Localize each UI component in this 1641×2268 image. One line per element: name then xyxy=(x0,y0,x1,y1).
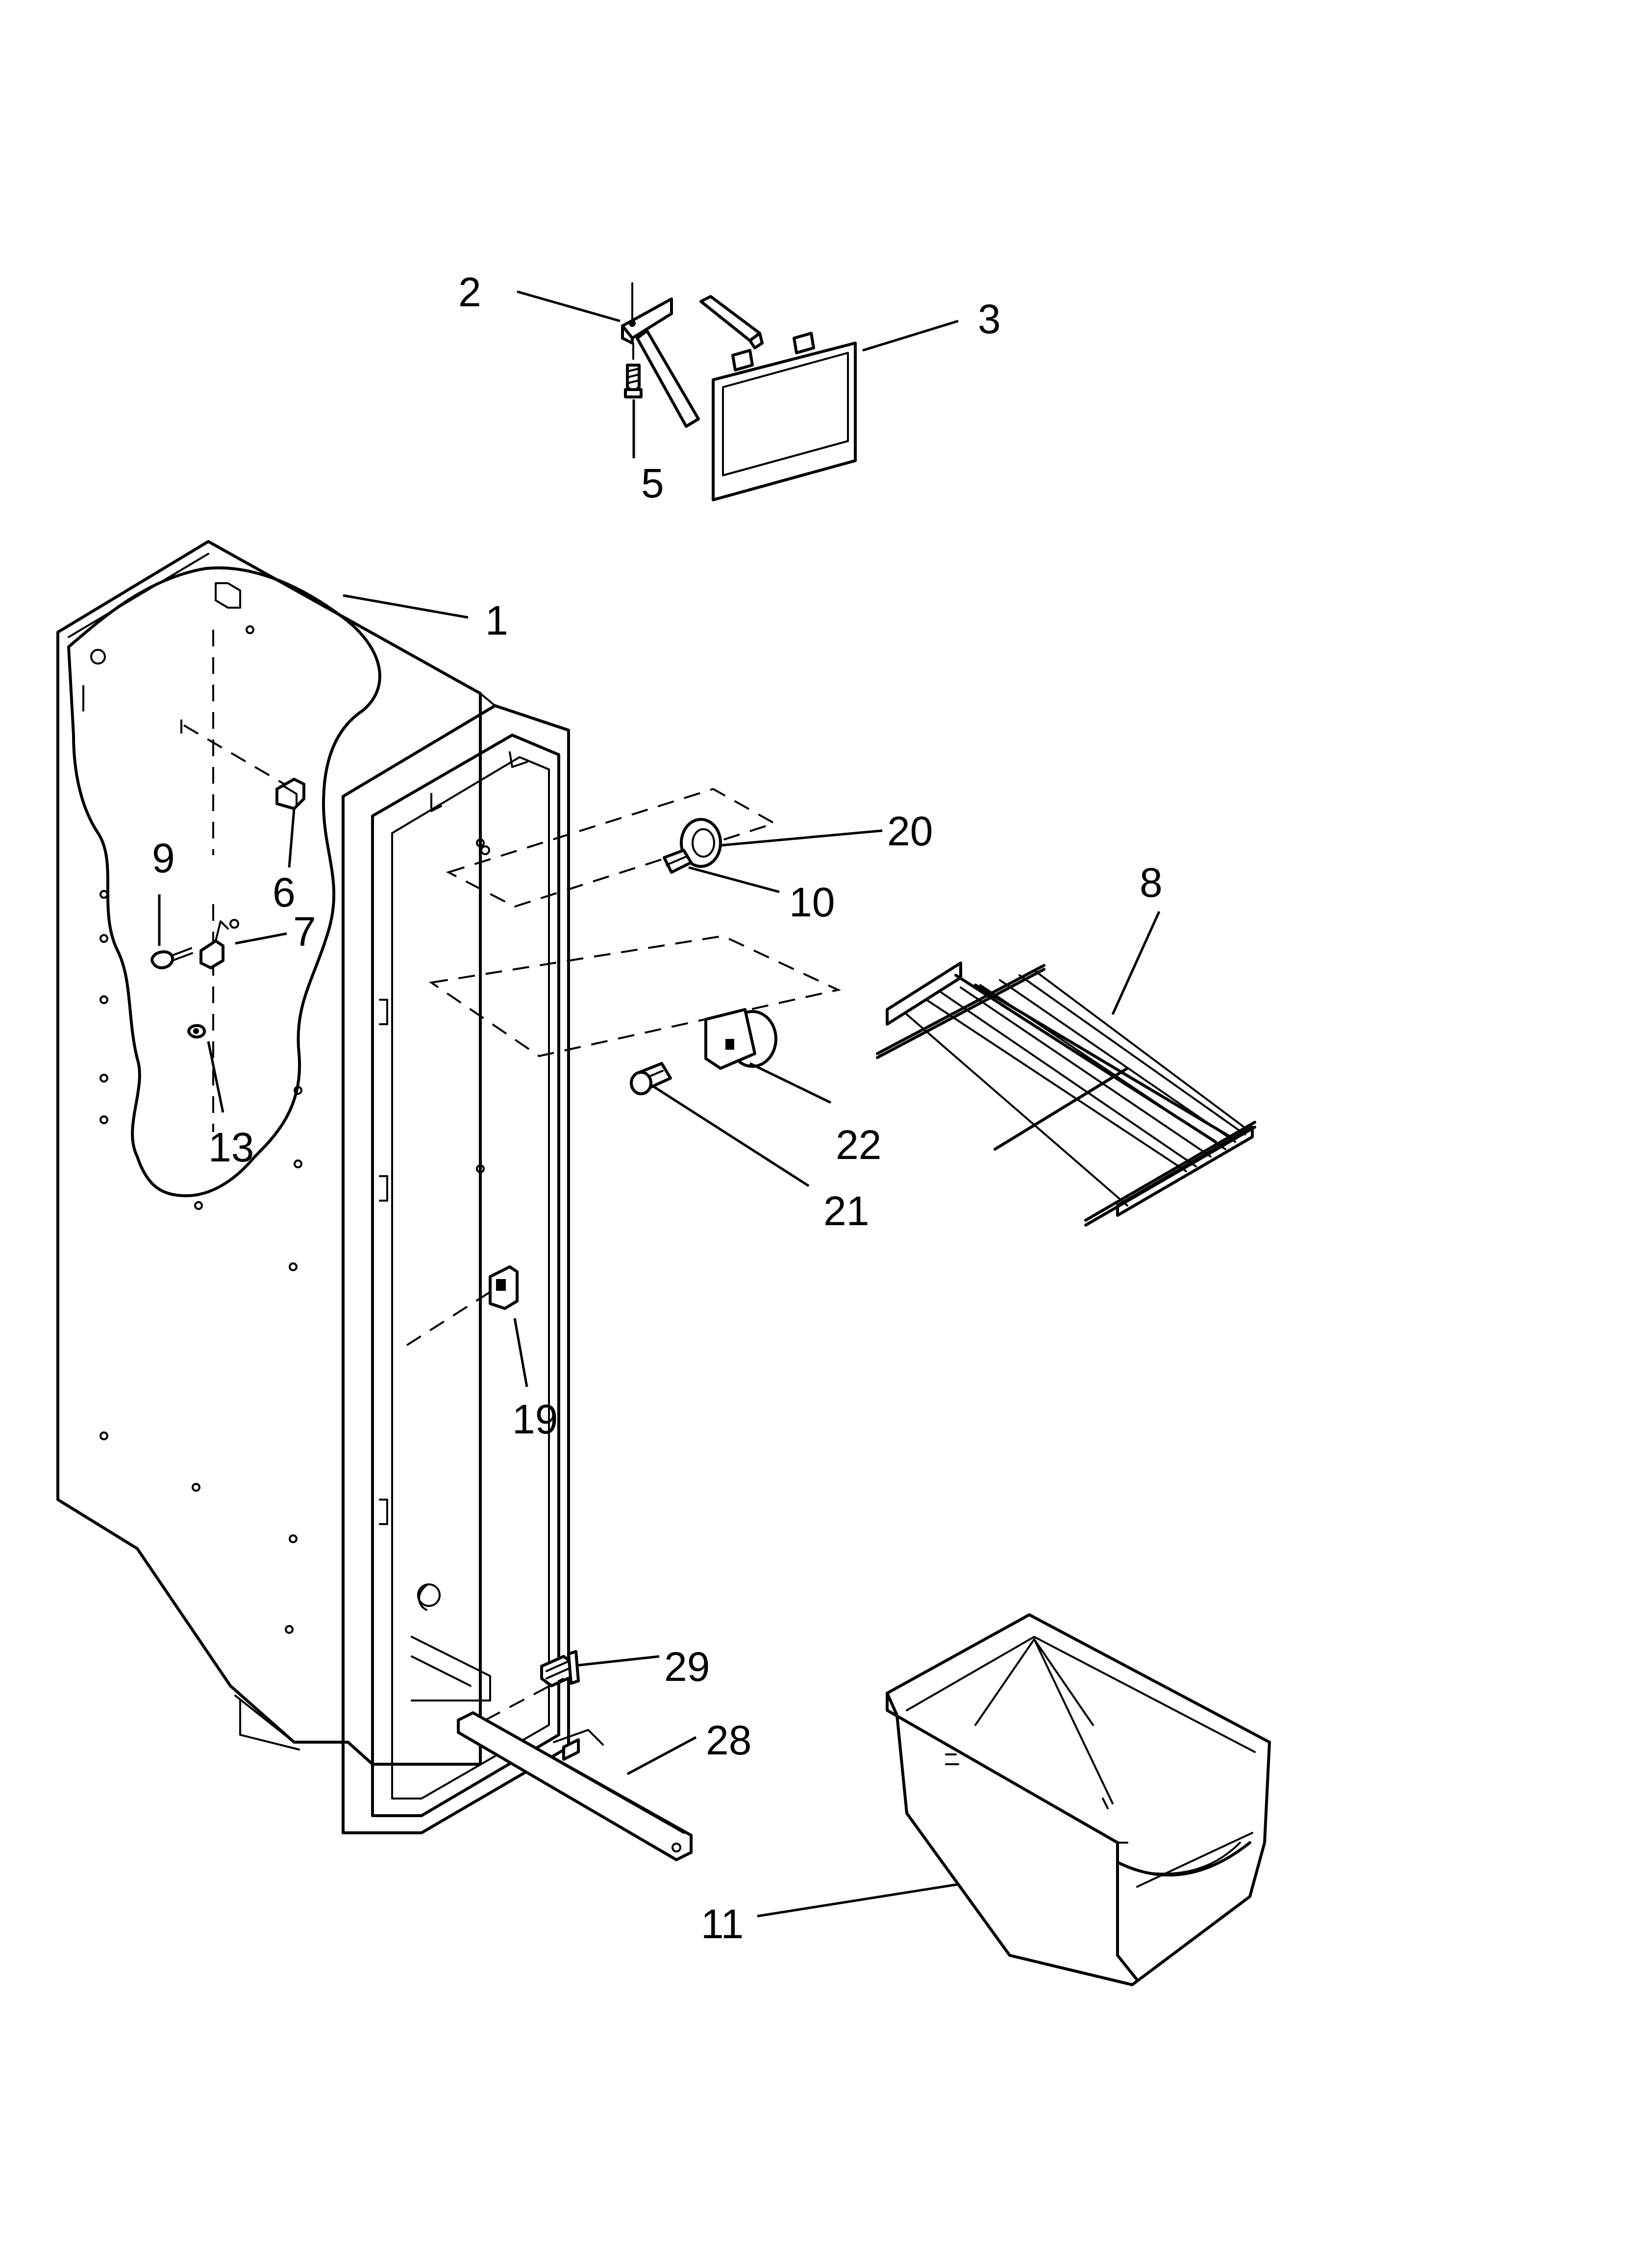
callout-22: 22 xyxy=(836,1122,881,1168)
leader-lines xyxy=(158,290,1161,1918)
support-part-20 xyxy=(680,818,722,868)
callout-2: 2 xyxy=(458,269,481,315)
callout-9: 9 xyxy=(152,835,175,881)
bracket-part-28 xyxy=(457,1677,693,1861)
callout-8: 8 xyxy=(1140,860,1163,906)
clip-part-19 xyxy=(406,1265,519,1346)
callout-6: 6 xyxy=(273,869,296,915)
bracket-part-2 xyxy=(621,282,764,428)
callout-11: 11 xyxy=(701,1901,744,1947)
callout-13: 13 xyxy=(208,1124,254,1170)
screw-part-5 xyxy=(624,343,643,398)
clip-part-6 xyxy=(275,778,305,810)
door-part-3 xyxy=(712,332,857,501)
callout-1: 1 xyxy=(485,597,508,643)
callout-labels: 1 2 3 5 6 7 8 9 10 11 13 19 20 21 22 28 … xyxy=(152,269,1163,1947)
callout-10: 10 xyxy=(789,879,835,925)
screw-part-9 xyxy=(150,947,193,969)
screw-part-21 xyxy=(630,1062,672,1095)
callout-5: 5 xyxy=(641,460,664,506)
pin-part-13 xyxy=(187,1024,206,1038)
callout-3: 3 xyxy=(978,296,1001,342)
callout-29: 29 xyxy=(664,1644,710,1690)
screw-part-10 xyxy=(663,849,693,874)
callout-21: 21 xyxy=(823,1188,869,1234)
wire-shelf-part-8 xyxy=(876,961,1256,1227)
callout-28: 28 xyxy=(706,1717,751,1763)
freezer-liner-cabinet xyxy=(56,540,570,1834)
mounting-plates xyxy=(428,788,842,1058)
callout-19: 19 xyxy=(512,1396,558,1442)
clip-part-7 xyxy=(199,919,239,969)
ice-bin-part-11 xyxy=(886,1613,1271,1986)
support-part-22 xyxy=(704,1008,777,1070)
screw-part-29 xyxy=(540,1650,580,1687)
callout-7: 7 xyxy=(293,909,316,955)
callout-20: 20 xyxy=(887,808,933,854)
